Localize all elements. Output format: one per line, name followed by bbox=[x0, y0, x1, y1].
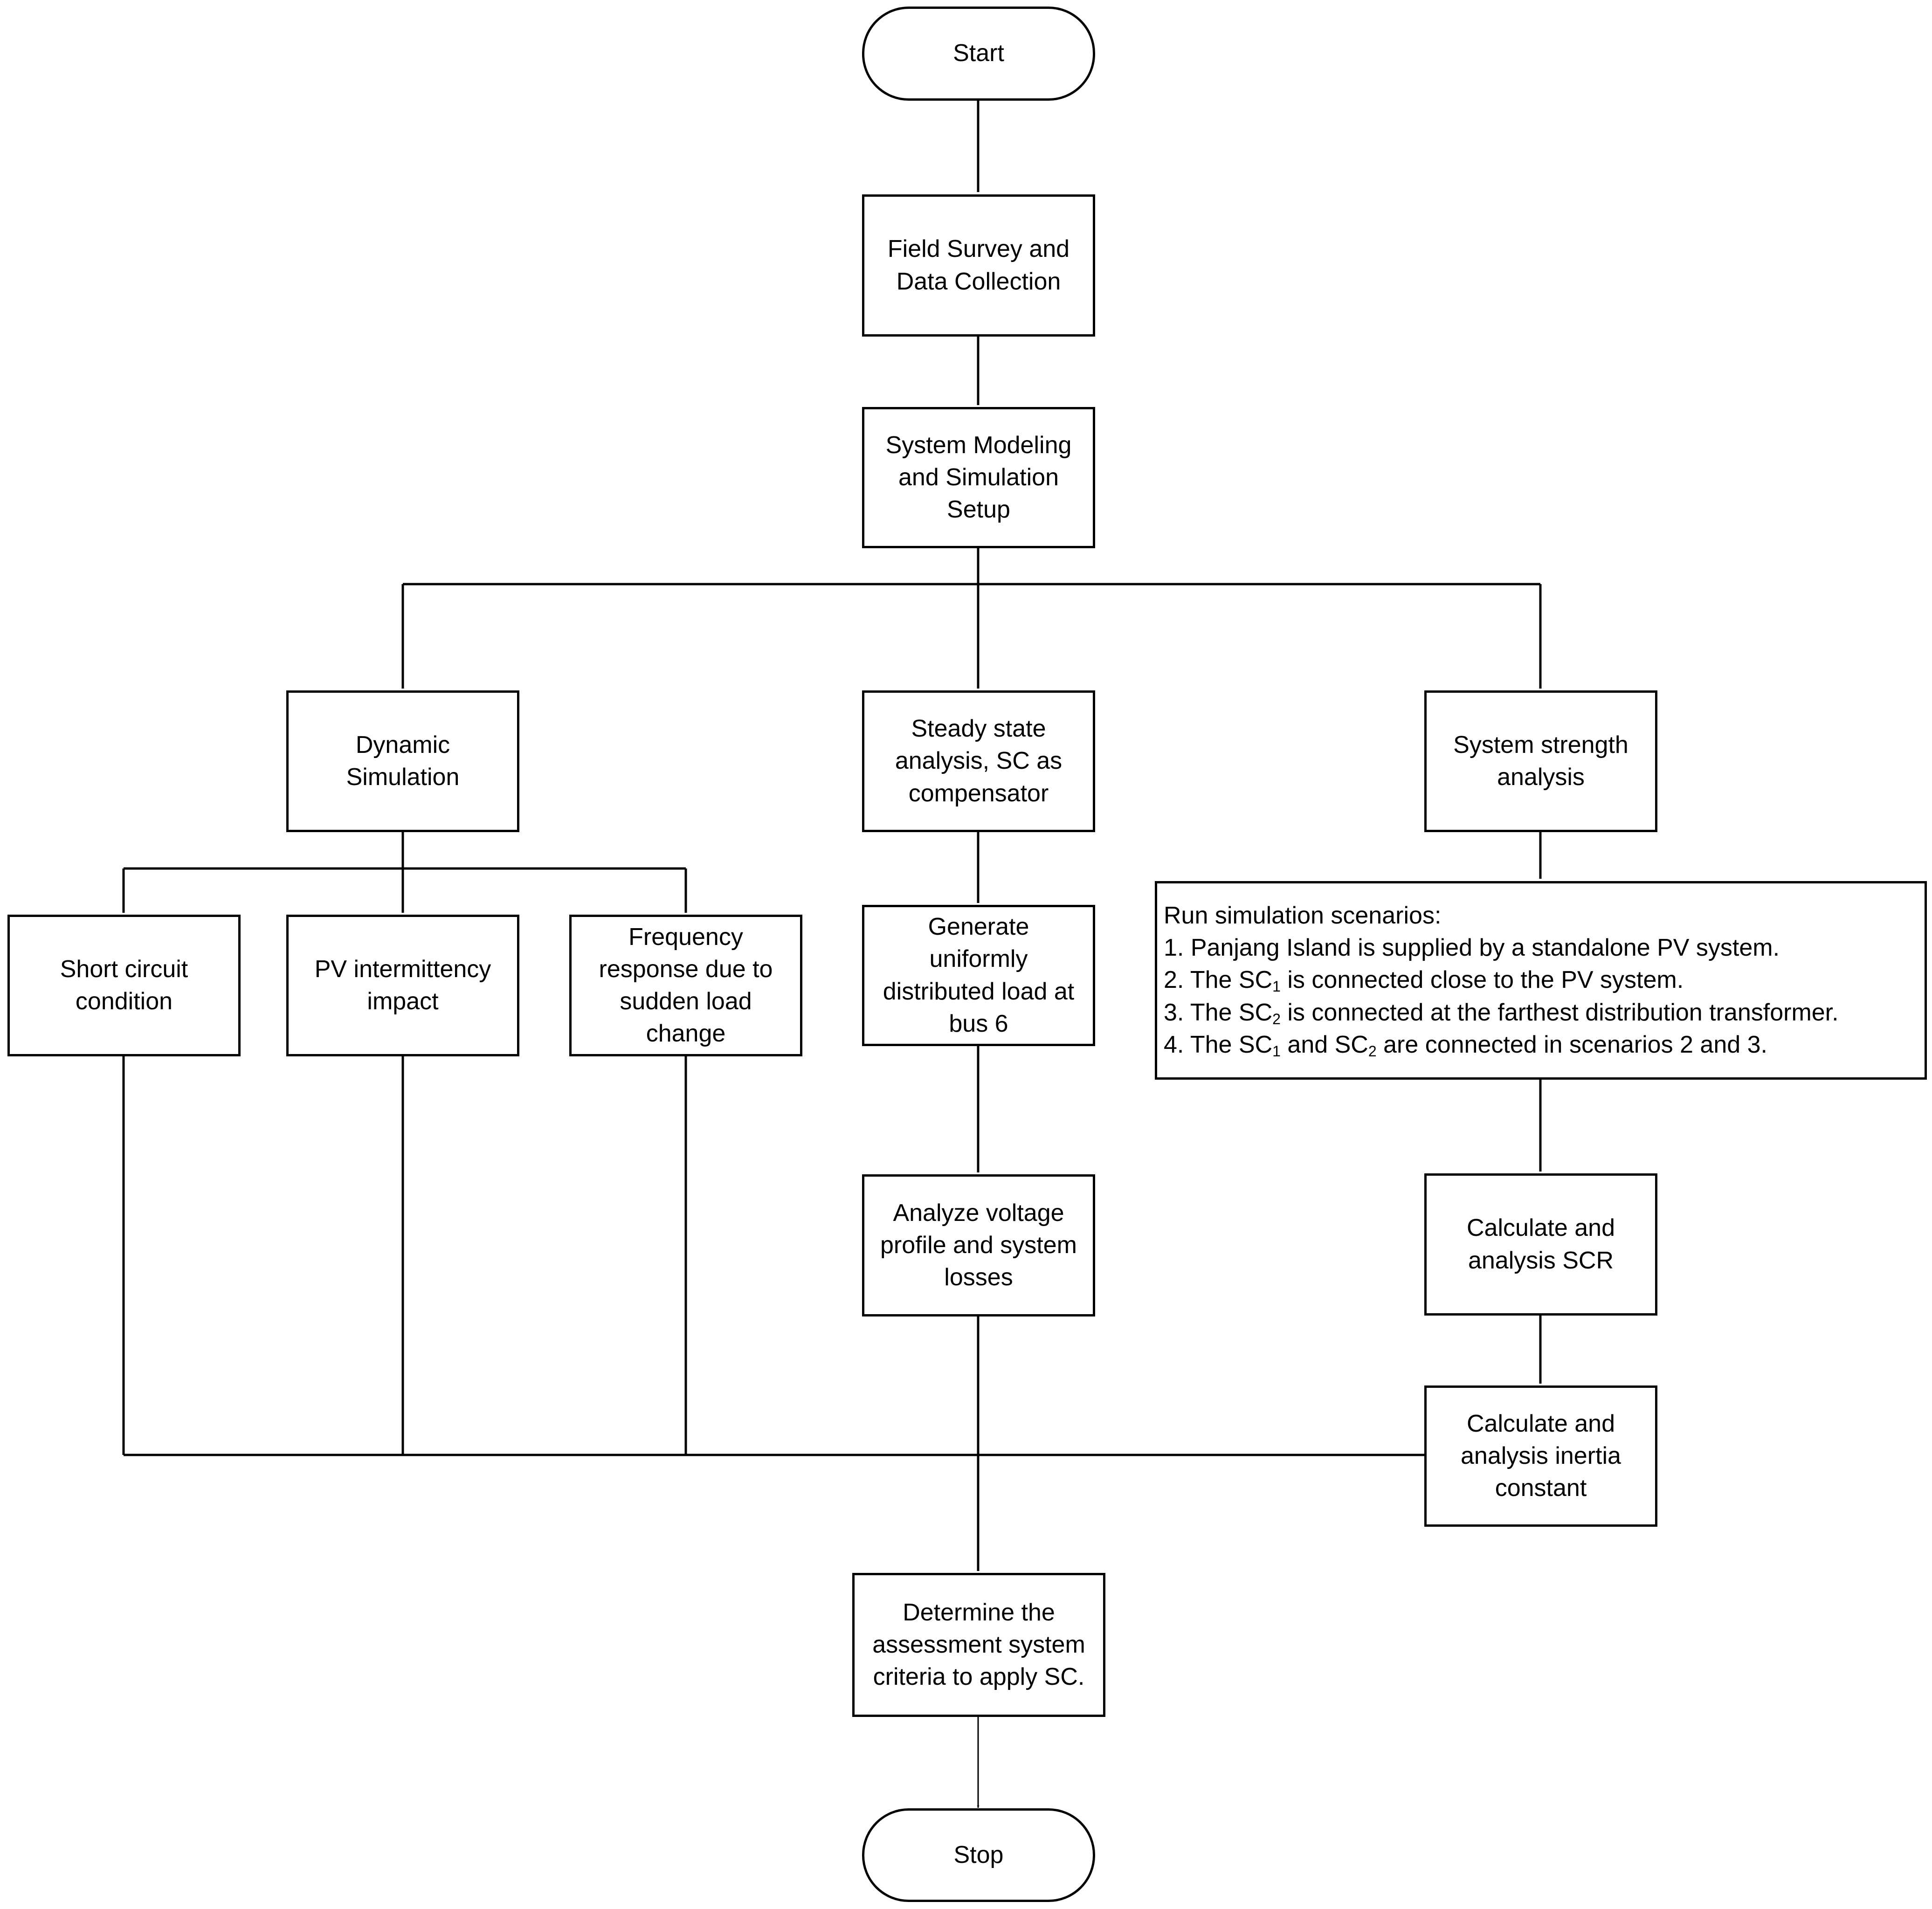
short-circuit-line-2: condition bbox=[75, 988, 173, 1015]
pv-intermittency-line-2: impact bbox=[367, 988, 439, 1015]
pv-intermittency-line-1: PV intermittency bbox=[314, 955, 491, 983]
run-scenarios-box: Run simulation scenarios: 1. Panjang Isl… bbox=[1155, 881, 1927, 1080]
stop-terminal: Stop bbox=[862, 1808, 1095, 1902]
determine-criteria-line-2: assessment system bbox=[872, 1631, 1085, 1658]
scenario-item: 4. The SC1 and SC2 are connected in scen… bbox=[1164, 1031, 1767, 1060]
system-modeling-line-2: and Simulation bbox=[898, 463, 1059, 491]
scenario-item: 3. The SC2 is connected at the farthest … bbox=[1164, 999, 1839, 1027]
short-circuit-box: Short circuit condition bbox=[7, 915, 241, 1056]
short-circuit-line-1: Short circuit bbox=[60, 955, 188, 983]
system-strength-box: System strength analysis bbox=[1424, 690, 1657, 832]
calculate-inertia-line-2: analysis inertia bbox=[1461, 1442, 1621, 1469]
system-modeling-box: System Modeling and Simulation Setup bbox=[862, 407, 1095, 548]
determine-criteria-line-3: criteria to apply SC. bbox=[873, 1663, 1085, 1691]
system-strength-line-1: System strength bbox=[1453, 731, 1628, 758]
system-strength-line-2: analysis bbox=[1497, 764, 1585, 791]
analyze-voltage-line-2: profile and system bbox=[880, 1231, 1077, 1259]
analyze-voltage-box: Analyze voltage profile and system losse… bbox=[862, 1174, 1095, 1316]
pv-intermittency-box: PV intermittency impact bbox=[286, 915, 519, 1056]
scenario-item: 2. The SC1 is connected close to the PV … bbox=[1164, 966, 1684, 995]
steady-state-box: Steady state analysis, SC as compensator bbox=[862, 690, 1095, 832]
calculate-scr-line-2: analysis SCR bbox=[1468, 1247, 1614, 1274]
determine-criteria-line-1: Determine the bbox=[903, 1599, 1055, 1626]
steady-state-line-1: Steady state bbox=[911, 715, 1046, 743]
steady-state-line-2: analysis, SC as bbox=[895, 747, 1063, 775]
system-modeling-line-1: System Modeling bbox=[885, 431, 1072, 459]
steady-state-line-3: compensator bbox=[908, 779, 1049, 807]
start-terminal: Start bbox=[862, 7, 1095, 101]
dynamic-simulation-line-2: Simulation bbox=[346, 764, 460, 791]
analyze-voltage-line-3: losses bbox=[944, 1264, 1013, 1291]
run-scenarios-title: Run simulation scenarios: bbox=[1164, 902, 1442, 930]
generate-load-line-2: uniformly bbox=[929, 945, 1028, 973]
frequency-response-line-4: change bbox=[646, 1020, 726, 1048]
generate-load-line-1: Generate bbox=[928, 913, 1029, 941]
start-label: Start bbox=[953, 40, 1004, 67]
calculate-inertia-box: Calculate and analysis inertia constant bbox=[1424, 1385, 1657, 1527]
calculate-scr-box: Calculate and analysis SCR bbox=[1424, 1173, 1657, 1316]
generate-load-box: Generate uniformly distributed load at b… bbox=[862, 905, 1095, 1046]
dynamic-simulation-box: Dynamic Simulation bbox=[286, 690, 519, 832]
determine-criteria-box: Determine the assessment system criteria… bbox=[852, 1573, 1105, 1717]
calculate-inertia-line-3: constant bbox=[1495, 1475, 1587, 1502]
stop-label: Stop bbox=[953, 1841, 1004, 1868]
field-survey-box: Field Survey and Data Collection bbox=[862, 194, 1095, 337]
frequency-response-line-1: Frequency bbox=[628, 923, 743, 951]
generate-load-line-4: bus 6 bbox=[949, 1010, 1008, 1037]
field-survey-line-1: Field Survey and bbox=[887, 235, 1070, 263]
frequency-response-box: Frequency response due to sudden load ch… bbox=[569, 915, 802, 1056]
calculate-inertia-line-1: Calculate and bbox=[1467, 1410, 1615, 1437]
generate-load-line-3: distributed load at bbox=[883, 978, 1075, 1005]
calculate-scr-line-1: Calculate and bbox=[1467, 1214, 1615, 1242]
dynamic-simulation-line-1: Dynamic bbox=[355, 731, 450, 758]
frequency-response-line-3: sudden load bbox=[620, 988, 752, 1015]
system-modeling-line-3: Setup bbox=[947, 496, 1010, 524]
scenario-item: 1. Panjang Island is supplied by a stand… bbox=[1164, 934, 1780, 962]
analyze-voltage-line-1: Analyze voltage bbox=[893, 1199, 1064, 1227]
frequency-response-line-2: response due to bbox=[599, 955, 773, 983]
field-survey-line-2: Data Collection bbox=[896, 268, 1061, 295]
